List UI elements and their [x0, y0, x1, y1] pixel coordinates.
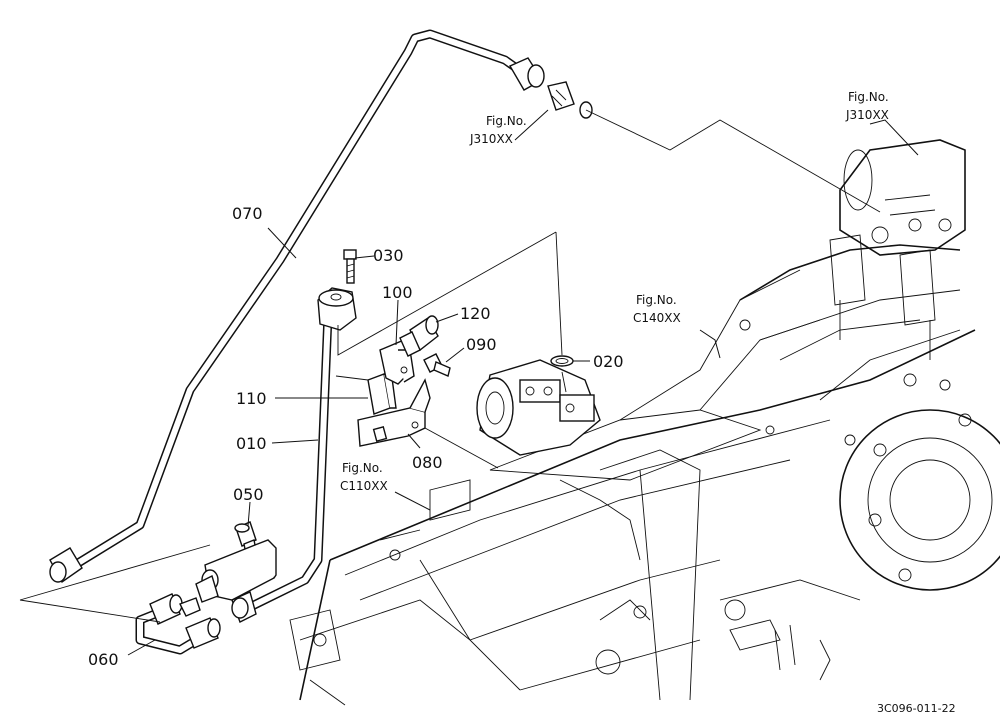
svg-text:Fig.No.: Fig.No.	[486, 114, 527, 128]
pipe-070-left-nut	[49, 547, 83, 584]
callout-050: 050	[233, 485, 264, 504]
pipe-010	[243, 287, 357, 613]
bolt-030	[343, 249, 357, 284]
transmission-housing	[289, 139, 1000, 706]
leader-lines	[19, 109, 919, 656]
valve-block	[195, 539, 277, 623]
loop-pipe-060	[135, 593, 221, 655]
joint-120	[399, 315, 439, 357]
callout-110: 110	[236, 389, 267, 408]
svg-text:Fig.No.: Fig.No.	[848, 90, 889, 104]
hydraulic-pump	[476, 359, 601, 456]
adapter-fitting	[547, 81, 593, 119]
svg-text:Fig.No.: Fig.No.	[342, 461, 383, 475]
part-callouts: 070 030 100 120 090 020 110 010 080 050 …	[88, 204, 624, 669]
callout-010: 010	[236, 434, 267, 453]
clamp-100	[379, 339, 415, 385]
svg-text:Fig.No.: Fig.No.	[636, 293, 677, 307]
drawing-code: 3C096-011-22	[877, 702, 956, 715]
figure-references: Fig.No. J310XX Fig.No. J310XX Fig.No. C1…	[340, 90, 889, 493]
o-ring-020	[550, 355, 574, 367]
fig-ref-j310-left: Fig.No. J310XX	[469, 114, 527, 146]
svg-text:C110XX: C110XX	[340, 479, 388, 493]
bolt-090	[423, 353, 451, 377]
callout-080: 080	[412, 453, 443, 472]
fig-ref-c110: Fig.No. C110XX	[340, 461, 388, 493]
callout-070: 070	[232, 204, 263, 223]
svg-text:C140XX: C140XX	[633, 311, 681, 325]
svg-text:J310XX: J310XX	[845, 108, 889, 122]
fig-ref-j310-right: Fig.No. J310XX	[845, 90, 889, 122]
callout-030: 030	[373, 246, 404, 265]
callout-090: 090	[466, 335, 497, 354]
callout-020: 020	[593, 352, 624, 371]
svg-text:J310XX: J310XX	[469, 132, 513, 146]
fig-ref-c140: Fig.No. C140XX	[633, 293, 681, 325]
clamp-110	[367, 373, 397, 415]
pipe-010-head	[317, 287, 357, 331]
callout-100: 100	[382, 283, 413, 302]
callout-120: 120	[460, 304, 491, 323]
pipe-070-right-nut	[509, 57, 545, 91]
callout-060: 060	[88, 650, 119, 669]
pipe-070	[49, 29, 545, 584]
